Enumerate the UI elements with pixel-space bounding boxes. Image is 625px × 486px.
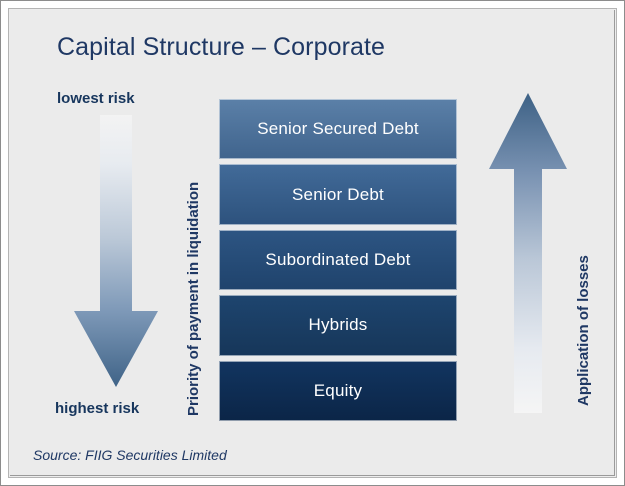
tier-label: Senior Debt [292, 184, 384, 204]
tier-label: Equity [313, 380, 363, 400]
highest-risk-label: highest risk [55, 400, 140, 417]
capital-structure-stack: Senior Secured Debt Senior Debt Subordin… [219, 99, 457, 422]
tier-label: Senior Secured Debt [257, 119, 419, 139]
tier-label: Subordinated Debt [265, 250, 411, 270]
tier-subordinated-debt[interactable]: Subordinated Debt [219, 229, 457, 291]
tier-senior-debt[interactable]: Senior Debt [219, 164, 457, 225]
tier-hybrids[interactable]: Hybrids [219, 295, 457, 356]
loss-up-arrow-icon [489, 93, 567, 413]
tier-equity[interactable]: Equity [219, 360, 457, 422]
priority-of-payment-caption: Priority of payment in liquidation [185, 181, 202, 416]
application-of-losses-caption: Application of losses [575, 255, 592, 406]
risk-down-arrow-icon [74, 115, 158, 387]
source-caption: Source: FIIG Securities Limited [33, 447, 227, 463]
tier-senior-secured-debt[interactable]: Senior Secured Debt [219, 99, 457, 160]
lowest-risk-label: lowest risk [57, 90, 135, 107]
page-title: Capital Structure – Corporate [57, 33, 386, 61]
tier-label: Hybrids [308, 315, 368, 335]
